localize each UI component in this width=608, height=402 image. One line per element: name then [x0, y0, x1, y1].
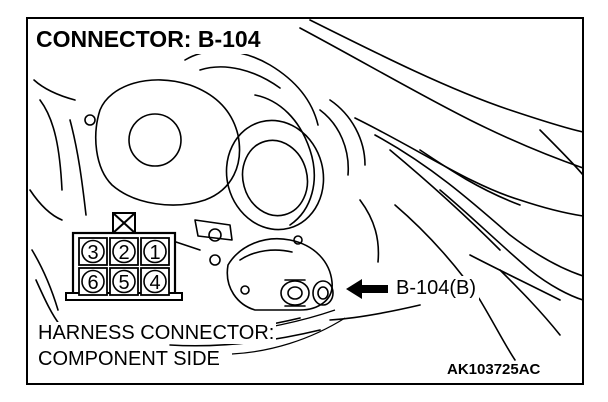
pin-circle: [112, 239, 136, 264]
figure-border: [26, 17, 584, 385]
figure-code: AK103725AC: [445, 361, 543, 378]
pin-circle: [81, 239, 105, 264]
connector-pointer-label: B-104(B): [393, 276, 480, 300]
pin-circle: [143, 239, 167, 264]
pin-number: 1: [149, 242, 160, 264]
connector-title: CONNECTOR: B-104: [34, 26, 265, 54]
lock-tab-cross: [112, 212, 136, 234]
harness-connector-label: HARNESS CONNECTOR:: [36, 322, 277, 344]
engine-bay-outline: [29, 19, 584, 361]
pin-number: 2: [118, 242, 129, 264]
pin-circle: [143, 269, 167, 294]
pin-number: 6: [87, 272, 98, 294]
pin-number: 4: [149, 272, 160, 294]
pointer-arrow: [346, 279, 388, 299]
pin-circle: [81, 269, 105, 294]
component-side-label: COMPONENT SIDE: [36, 348, 222, 370]
pin-number: 5: [118, 272, 129, 294]
pin-circle: [112, 269, 136, 294]
pin-number: 3: [87, 242, 98, 264]
connector-face-diagram: 3 2 1 6 5 4: [65, 212, 183, 301]
